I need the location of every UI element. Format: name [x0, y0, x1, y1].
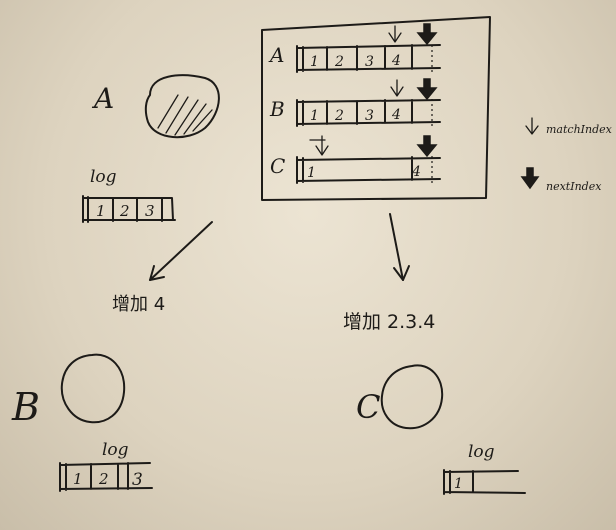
- log-entry: 1: [73, 470, 83, 488]
- replication-panel: A 1 2 3 4 B 1 2 3 4: [261, 16, 491, 201]
- log-entry: 1: [454, 476, 463, 492]
- node-b-label: B: [11, 385, 40, 429]
- log-entry: 1: [307, 165, 316, 181]
- next-index-marker: [416, 78, 438, 101]
- match-index-marker: [309, 135, 329, 156]
- log-entry: 2: [98, 470, 109, 488]
- log-entry: 3: [132, 470, 143, 490]
- legend-next-index-label: nextIndex: [546, 180, 602, 193]
- node-c: C log 1: [356, 364, 526, 495]
- log-entry: 1: [310, 108, 319, 124]
- match-index-marker: [390, 79, 404, 97]
- action-left-label: 增加 4: [112, 294, 165, 315]
- hollow-arrow-icon: [525, 117, 539, 135]
- log-entry: 3: [365, 108, 374, 124]
- node-a-circle: [144, 74, 220, 139]
- log-entry: 3: [365, 54, 374, 70]
- log-entry: 2: [334, 108, 344, 124]
- node-c-circle: [380, 364, 444, 430]
- panel-row-a: A 1 2 3 4: [268, 23, 441, 73]
- legend: matchIndex nextIndex: [520, 117, 613, 193]
- node-a-log: 1 2 3: [82, 195, 176, 223]
- log-entry: 2: [334, 54, 344, 70]
- panel-row-label: C: [270, 154, 285, 178]
- node-b-log: 1 2 3: [59, 462, 153, 492]
- node-b-log-label: log: [102, 440, 129, 460]
- panel-row-b: B 1 2 3 4: [269, 78, 441, 127]
- node-b: B log 1 2 3: [11, 353, 153, 492]
- log-entry: 1: [96, 202, 106, 220]
- next-index-marker: [416, 23, 438, 46]
- panel-row-label: B: [269, 97, 285, 121]
- action-right-label: 增加 2.3.4: [343, 311, 435, 333]
- log-entry: 4: [391, 107, 401, 123]
- log-entry: 4: [391, 53, 401, 69]
- node-c-log-label: log: [468, 442, 495, 462]
- arrow-a-to-b: [149, 221, 213, 281]
- legend-match-index: matchIndex: [525, 117, 613, 136]
- arrow-panel-to-c: [389, 213, 410, 281]
- log-entry: 1: [310, 54, 319, 70]
- node-b-circle: [60, 353, 126, 424]
- legend-next-index: nextIndex: [520, 167, 602, 193]
- solid-arrow-icon: [520, 167, 540, 190]
- panel-row-label: A: [268, 43, 284, 67]
- panel-row-c: C 1 4: [270, 135, 441, 184]
- node-a-label: A: [91, 82, 114, 115]
- log-entry: 3: [145, 202, 155, 220]
- node-a-log-label: log: [90, 167, 117, 187]
- legend-match-index-label: matchIndex: [546, 123, 613, 136]
- node-c-log: 1: [443, 469, 526, 495]
- node-c-label: C: [356, 388, 380, 426]
- node-a: A log 1 2 3: [82, 74, 220, 223]
- log-entry: 2: [119, 202, 130, 220]
- log-entry: 4: [411, 164, 421, 180]
- next-index-marker: [416, 135, 438, 158]
- node-a-hatch: [157, 94, 213, 136]
- match-index-marker: [388, 25, 402, 43]
